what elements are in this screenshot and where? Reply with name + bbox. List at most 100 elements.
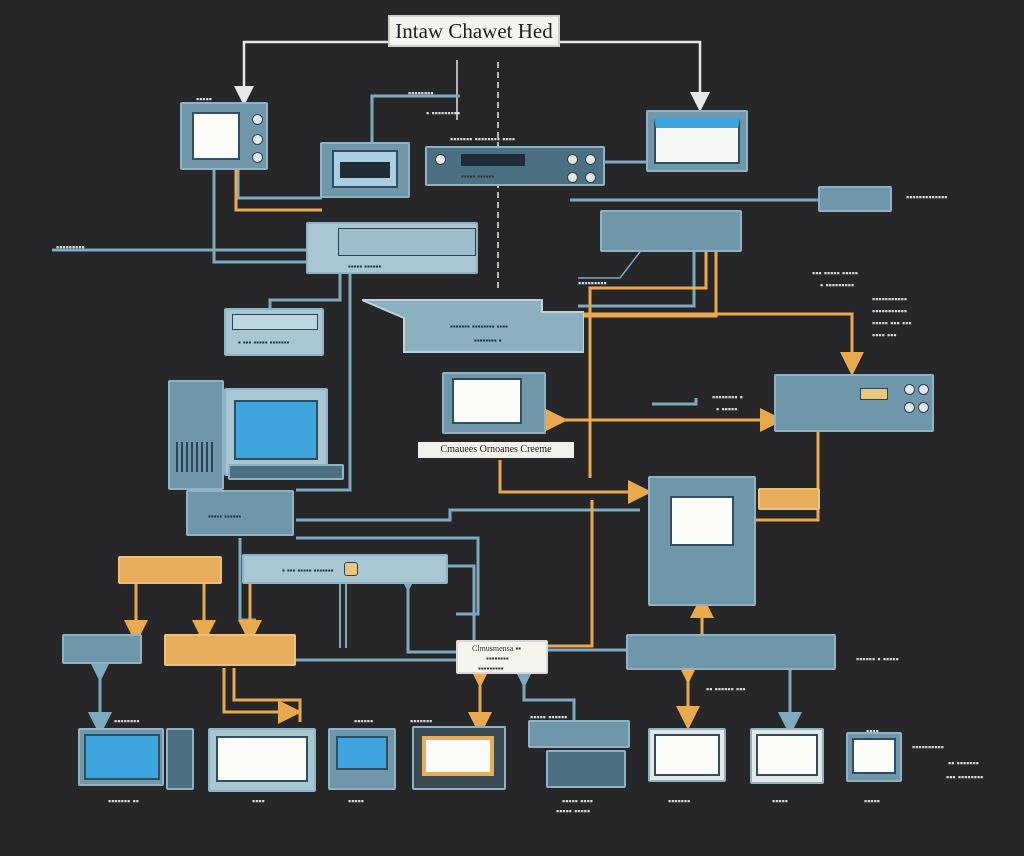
- laptop-lid[interactable]: [528, 720, 630, 748]
- bottom-right-note-3: ▪▪▪ ▪▪▪▪▪▪▪▪: [946, 772, 984, 782]
- tower-amber-module[interactable]: [758, 488, 820, 510]
- top-left-monitor[interactable]: [180, 102, 268, 170]
- screen: [422, 736, 494, 776]
- right-note-2: ▪▪▪ ▪▪▪▪▪ ▪▪▪▪▪: [812, 268, 858, 278]
- monitor-6-caption: ▪▪▪▪▪▪▪: [668, 796, 691, 806]
- knob: [567, 172, 578, 183]
- cable-panel-tower: [756, 428, 820, 522]
- knob: [252, 114, 263, 125]
- monitor-8[interactable]: [846, 732, 902, 782]
- cable-strip-board: [578, 252, 696, 308]
- pc-keyboard[interactable]: [228, 464, 344, 480]
- mid-left-note: ▪▪▪▪▪▪▪▪▪: [578, 278, 607, 288]
- central-strip[interactable]: [600, 210, 742, 252]
- pc-base-label: ▪▪▪▪▪ ▪▪▪▪▪▪: [208, 512, 242, 521]
- knob: [252, 134, 263, 145]
- top-mid-label-a: ▪▪▪▪▪▪▪▪: [408, 88, 434, 98]
- left-rack[interactable]: ▪ ▪▪▪ ▪▪▪▪▪ ▪▪▪▪▪▪▪: [224, 308, 324, 356]
- diagram-title: Intaw Chawet Hed: [388, 15, 560, 47]
- laptop-base[interactable]: [546, 750, 626, 788]
- pc-monitor[interactable]: [224, 388, 328, 476]
- screen: [654, 118, 740, 164]
- left-box[interactable]: [62, 634, 142, 664]
- right-note-5: ▪▪▪▪▪▪▪▪▪▪▪: [872, 306, 908, 316]
- right-small-box[interactable]: [818, 186, 892, 212]
- monitor-1-caption: ▪▪▪▪▪▪▪ ▪▪: [108, 796, 139, 806]
- top-center-monitor[interactable]: [320, 142, 410, 198]
- center-screen[interactable]: [442, 372, 546, 434]
- cables-blue: [52, 94, 820, 736]
- knob: [585, 172, 596, 183]
- monitor-4[interactable]: [412, 726, 506, 790]
- screen: [852, 738, 896, 774]
- monitor-6[interactable]: [648, 728, 726, 782]
- cable-router-drop: [339, 580, 347, 648]
- screen: [332, 150, 398, 188]
- cable-router-hub: [448, 564, 476, 640]
- right-note-4: ▪▪▪▪▪▪▪▪▪▪▪: [872, 294, 908, 304]
- bottom-mid-note: ▪▪ ▪▪▪▪▪▪ ▪▪▪: [706, 684, 746, 694]
- center-board[interactable]: [362, 296, 584, 354]
- screen-content: [340, 162, 390, 178]
- hub-line-1: Clmusmensa ▪▪: [472, 644, 522, 653]
- monitor-5-caption: ▪▪▪▪▪ ▪▪▪▪: [562, 796, 593, 806]
- panel-note-b: ▪ ▪▪▪▪▪: [716, 404, 738, 414]
- knob: [918, 402, 929, 413]
- title-link-right: [560, 40, 710, 112]
- rack-header-label: ▪▪▪▪▪▪▪ ▪▪▪▪▪▪▪▪ ▪▪▪▪: [450, 134, 516, 144]
- center-banner: Cmauees Ornoanes Creeme: [418, 442, 574, 458]
- far-right-pair: ▪▪▪▪▪▪ ▪ ▪▪▪▪▪: [856, 654, 899, 664]
- hub-line-3: ▪▪▪▪▪▪▪▪▪: [478, 664, 504, 673]
- knob: [435, 154, 446, 165]
- right-note-6: ▪▪▪▪▪ ▪▪▪ ▪▪▪: [872, 318, 912, 328]
- monitor-3-top: ▪▪▪▪▪▪: [354, 716, 374, 726]
- right-note-3: ▪ ▪▪▪▪▪▪▪▪▪: [820, 280, 855, 290]
- cable-hub-router: [396, 568, 456, 654]
- monitor-2[interactable]: [208, 728, 316, 792]
- screen: [216, 736, 308, 782]
- tower-display[interactable]: [648, 476, 756, 606]
- pc-vent: [176, 442, 216, 472]
- monitor-1-tower[interactable]: [166, 728, 194, 790]
- pc-base[interactable]: ▪▪▪▪▪ ▪▪▪▪▪▪: [186, 490, 294, 536]
- right-note-7: ▪▪▪▪ ▪▪▪: [872, 330, 897, 340]
- left-feed-label: ▪▪▪▪▪▪▪▪▪: [56, 242, 85, 252]
- cable-cam-switch: [212, 168, 306, 264]
- right-strip[interactable]: [626, 634, 836, 670]
- deck-slot: [461, 154, 525, 166]
- cable-strip-note: [578, 251, 641, 279]
- monitor-7[interactable]: [750, 728, 824, 784]
- router-label: ▪ ▪▪▪ ▪▪▪▪▪ ▪▪▪▪▪▪▪: [282, 566, 334, 575]
- screen: [234, 400, 318, 460]
- amber-bus[interactable]: [164, 634, 296, 666]
- title-link-left: [234, 40, 388, 106]
- control-panel[interactable]: [774, 374, 934, 432]
- knob: [904, 402, 915, 413]
- rack-vent: [232, 314, 318, 330]
- hub[interactable]: Clmusmensa ▪▪ ▪▪▪▪▪▪▪▪ ▪▪▪▪▪▪▪▪▪: [456, 640, 548, 674]
- monitor-1[interactable]: [78, 728, 164, 786]
- monitor-7-caption: ▪▪▪▪▪: [772, 796, 788, 806]
- rack-deck[interactable]: ▪▪▪▪▪ ▪▪▪▪▪▪: [425, 146, 605, 186]
- cables-amber: [124, 170, 864, 736]
- cable-strip-amber: [578, 252, 718, 318]
- monitor-5-caption-2: ▪▪▪▪▪ ▪▪▪▪▪: [556, 806, 591, 816]
- slot: [860, 388, 888, 400]
- cable-cam-amber: [234, 170, 322, 212]
- cable-amber-monitor: [222, 668, 302, 724]
- pc-tower[interactable]: [168, 380, 224, 490]
- switch-footer: ▪▪▪▪▪ ▪▪▪▪▪▪: [348, 262, 382, 271]
- router-strip[interactable]: ▪ ▪▪▪ ▪▪▪▪▪ ▪▪▪▪▪▪▪: [242, 554, 448, 584]
- bottom-right-note-1: ▪▪▪▪▪▪▪▪▪▪: [912, 742, 944, 752]
- switch-rack[interactable]: ▪▪▪▪▪ ▪▪▪▪▪▪: [306, 222, 478, 274]
- left-amber-module[interactable]: [118, 556, 222, 584]
- top-right-screen[interactable]: [646, 110, 748, 172]
- cable-switch-rack: [268, 272, 342, 308]
- top-mid-label-b: ▪ ▪▪▪▪▪▪▪▪▪: [426, 108, 461, 118]
- screen: [756, 734, 818, 776]
- monitor-3[interactable]: [328, 728, 396, 790]
- center-board-label: ▪▪▪▪▪▪▪ ▪▪▪▪▪▪▪▪ ▪▪▪▪: [450, 322, 508, 331]
- screen: [336, 736, 388, 770]
- cable-board-panel: [584, 312, 864, 376]
